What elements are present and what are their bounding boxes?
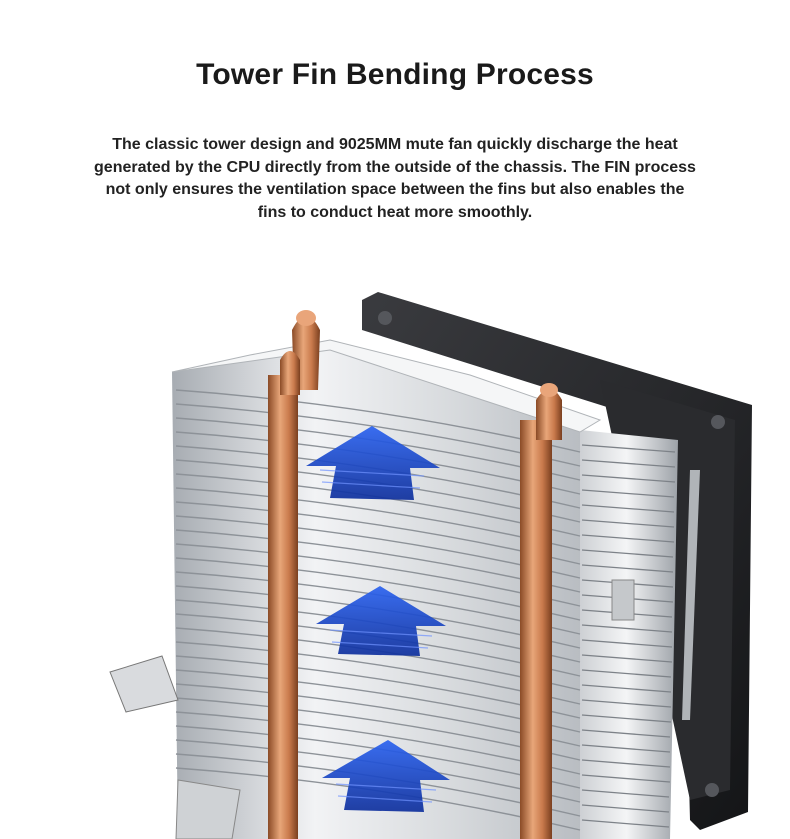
airflow-arrow-top-icon — [306, 426, 440, 500]
page-title: Tower Fin Bending Process — [196, 58, 594, 91]
cpu-cooler-illustration — [109, 292, 752, 839]
side-fin-stack — [575, 430, 700, 839]
airflow-arrow-middle-icon — [316, 586, 446, 656]
copper-heat-pipes — [268, 310, 562, 839]
description-text: The classic tower design and 9025MM mute… — [94, 136, 696, 221]
airflow-arrow-bottom-icon — [322, 740, 450, 812]
base-bracket — [109, 655, 241, 839]
